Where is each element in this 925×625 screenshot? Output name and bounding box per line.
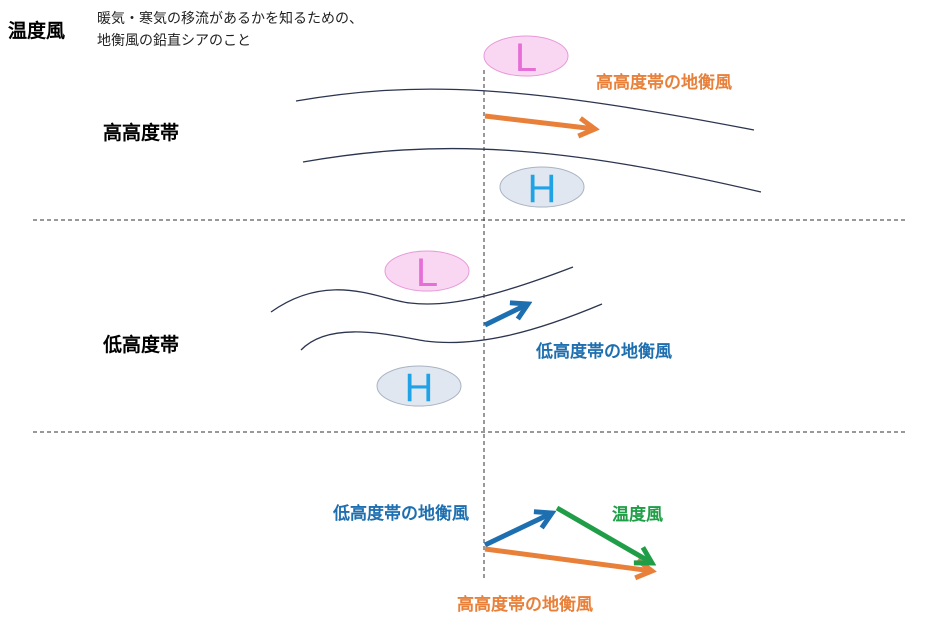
vector-upper-wind-label: 高高度帯の地衡風	[457, 595, 593, 615]
description: 暖気・寒気の移流があるかを知るための、 地衡風の鉛直シアのこと	[97, 8, 363, 52]
vector-thermal-wind-arrow	[555, 505, 652, 563]
vector-thermal-wind-label: 温度風	[612, 505, 663, 525]
lower-low-pressure-symbol: L	[416, 251, 438, 295]
lower-wind-label: 低高度帯の地衡風	[536, 342, 672, 362]
lower-band-label: 低高度帯	[103, 334, 180, 356]
lower-isobar-2	[300, 303, 603, 351]
upper-band-label: 高高度帯	[103, 122, 180, 144]
description-line-1: 暖気・寒気の移流があるかを知るための、	[97, 11, 363, 27]
page-title: 温度風	[8, 20, 66, 42]
upper-low-pressure-ellipse	[483, 35, 569, 77]
vector-lower-wind-arrow	[483, 513, 552, 548]
upper-isobar-1	[295, 88, 755, 131]
upper-isobar-2	[302, 147, 762, 193]
lower-high-pressure-symbol: H	[405, 366, 434, 410]
upper-high-pressure-symbol: H	[528, 167, 557, 211]
lower-low-pressure-ellipse	[384, 250, 470, 292]
upper-high-pressure-ellipse	[499, 166, 585, 208]
vector-upper-wind-arrow	[484, 546, 652, 571]
lower-isobar-1	[270, 266, 574, 313]
upper-low-pressure-symbol: L	[515, 36, 537, 80]
upper-geostrophic-wind-arrow	[484, 113, 595, 129]
lower-high-pressure-ellipse	[376, 365, 462, 407]
upper-wind-label: 高高度帯の地衡風	[596, 73, 732, 93]
lower-geostrophic-wind-arrow	[483, 304, 528, 328]
vector-lower-wind-label: 低高度帯の地衡風	[333, 504, 469, 524]
description-line-2: 地衡風の鉛直シアのこと	[97, 33, 251, 49]
